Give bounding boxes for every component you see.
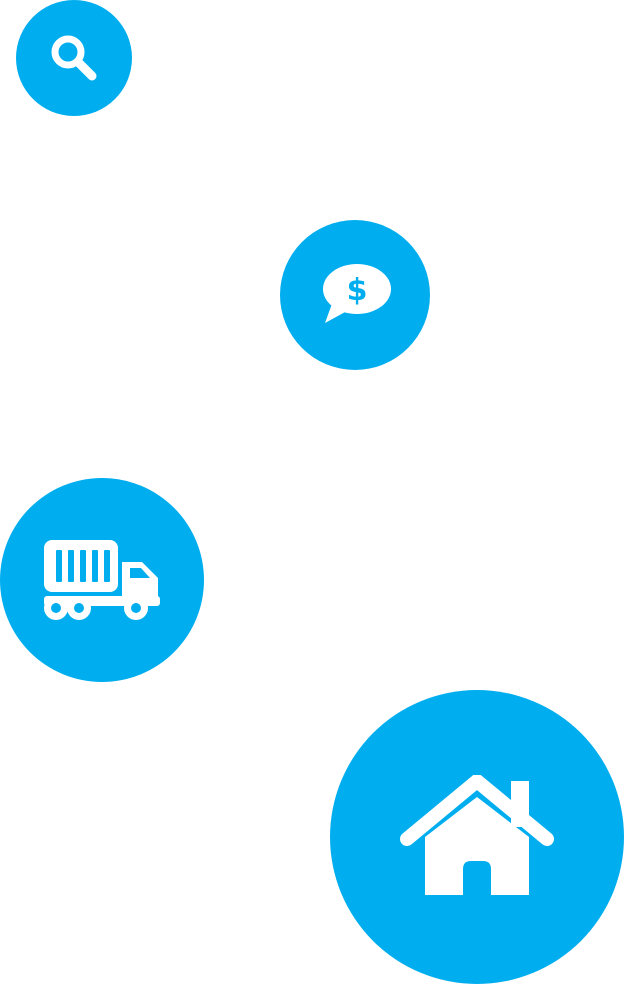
truck-bubble[interactable] xyxy=(0,478,204,682)
home-bubble[interactable] xyxy=(330,690,624,984)
search-bubble[interactable] xyxy=(16,0,132,116)
svg-text:$: $ xyxy=(347,273,368,308)
dollar-speech-bubble-icon: $ xyxy=(323,264,391,323)
search-icon xyxy=(51,35,97,81)
money-bubble[interactable]: $ xyxy=(280,220,430,370)
home-icon xyxy=(400,775,554,895)
truck-icon xyxy=(44,540,160,620)
